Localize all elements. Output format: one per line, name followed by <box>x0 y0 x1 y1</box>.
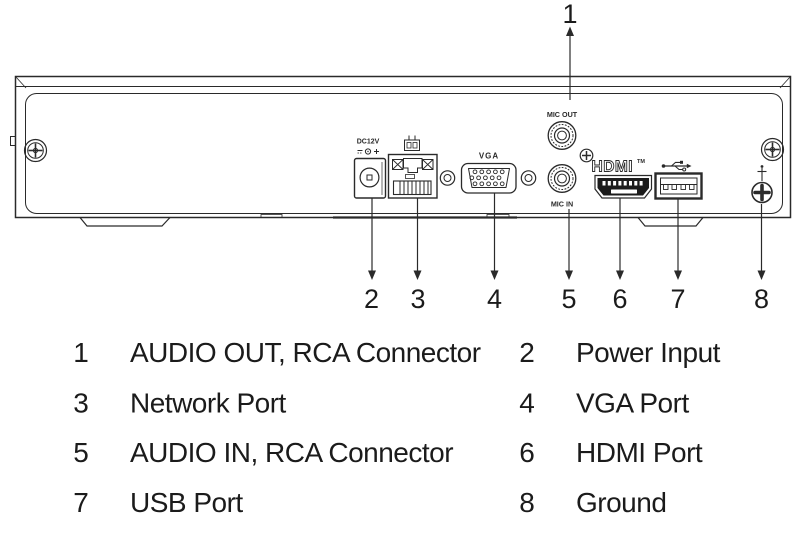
callout-number-8: 8 <box>754 284 769 314</box>
legend-row-1: 1 AUDIO OUT, RCA Connector 2 Power Input <box>73 337 721 368</box>
network-port <box>387 135 438 199</box>
chassis-left-tab <box>10 136 16 146</box>
legend-num: 6 <box>519 437 535 468</box>
vga-pin-holes <box>469 169 505 187</box>
callout-1: 1 <box>562 0 578 100</box>
callout-number-3: 3 <box>410 284 425 314</box>
mic-in-connector: MIC IN <box>547 164 577 209</box>
callout-arrow-5 <box>565 270 573 280</box>
legend-num: 7 <box>73 487 89 518</box>
panel-screw-left-icon <box>23 138 48 163</box>
legend-label: AUDIO OUT, RCA Connector <box>130 337 481 368</box>
callout-arrow-4 <box>490 270 499 280</box>
callout-5: 5 <box>561 209 577 314</box>
usb-icon <box>661 160 692 172</box>
callout-arrow-1 <box>566 26 574 36</box>
legend-row-4: 7 USB Port 8 Ground <box>73 487 667 518</box>
callout-number-5: 5 <box>561 284 576 314</box>
vga-port: VGA <box>439 152 537 194</box>
legend-num: 4 <box>519 388 535 419</box>
callout-8: 8 <box>754 204 769 314</box>
chassis-foot-right <box>637 217 704 227</box>
callout-arrow-8 <box>757 270 766 280</box>
legend-label: Ground <box>576 487 666 518</box>
callout-number-4: 4 <box>487 284 502 314</box>
usb-contacts <box>663 184 695 190</box>
legend-label: VGA Port <box>576 388 689 419</box>
legend-num: 3 <box>73 388 89 419</box>
chassis-outline <box>14 75 792 219</box>
small-screw-icon <box>579 148 594 163</box>
mic-in-label: MIC IN <box>551 200 573 209</box>
legend-num: 2 <box>519 337 535 368</box>
legend-label: AUDIO IN, RCA Connector <box>130 437 453 468</box>
ground-screw <box>751 165 773 204</box>
hdmi-logo-text: HDMI <box>592 159 634 176</box>
panel-screw-right-icon <box>760 137 785 162</box>
callout-6: 6 <box>612 198 628 314</box>
callout-number-2: 2 <box>364 284 379 314</box>
callouts: 1 2 3 4 5 6 <box>364 0 769 314</box>
callout-arrow-7 <box>674 270 682 280</box>
legend-row-3: 5 AUDIO IN, RCA Connector 6 HDMI Port <box>73 437 703 468</box>
callout-arrow-2 <box>368 270 376 280</box>
hdmi-trademark-text: TM <box>637 159 645 165</box>
usb-port <box>654 160 703 200</box>
callout-2: 2 <box>364 198 379 314</box>
chassis <box>10 75 792 227</box>
legend-label: Power Input <box>576 337 721 368</box>
dc-polarity-icon <box>357 148 379 155</box>
callout-number-1: 1 <box>562 0 577 29</box>
hdmi-port: HDMI TM <box>591 158 653 199</box>
legend-num: 8 <box>519 487 535 518</box>
vga-label: VGA <box>479 152 499 161</box>
legend-num: 5 <box>73 437 89 468</box>
power-input-jack: DC12V <box>353 139 387 199</box>
callout-arrow-6 <box>616 270 624 280</box>
network-icon <box>404 135 420 151</box>
callout-3: 3 <box>410 198 426 314</box>
hdmi-contacts <box>602 181 643 194</box>
mic-out-label: MIC OUT <box>547 110 578 119</box>
callout-4: 4 <box>487 193 502 314</box>
callout-number-6: 6 <box>612 284 627 314</box>
callout-arrow-3 <box>413 270 422 280</box>
legend-table: 1 AUDIO OUT, RCA Connector 2 Power Input… <box>73 337 721 518</box>
callout-number-7: 7 <box>670 284 685 314</box>
legend-label: Network Port <box>130 388 287 419</box>
chassis-foot-left <box>79 217 171 227</box>
mic-out-connector: MIC OUT <box>547 110 578 150</box>
legend-label: USB Port <box>130 487 243 518</box>
legend-row-2: 3 Network Port 4 VGA Port <box>73 388 690 419</box>
chassis-recessed-panel <box>25 93 783 214</box>
ground-icon <box>757 165 767 181</box>
callout-7: 7 <box>670 198 686 314</box>
legend-label: HDMI Port <box>576 437 703 468</box>
legend-num: 1 <box>73 337 89 368</box>
dc12v-label: DC12V <box>357 139 380 146</box>
